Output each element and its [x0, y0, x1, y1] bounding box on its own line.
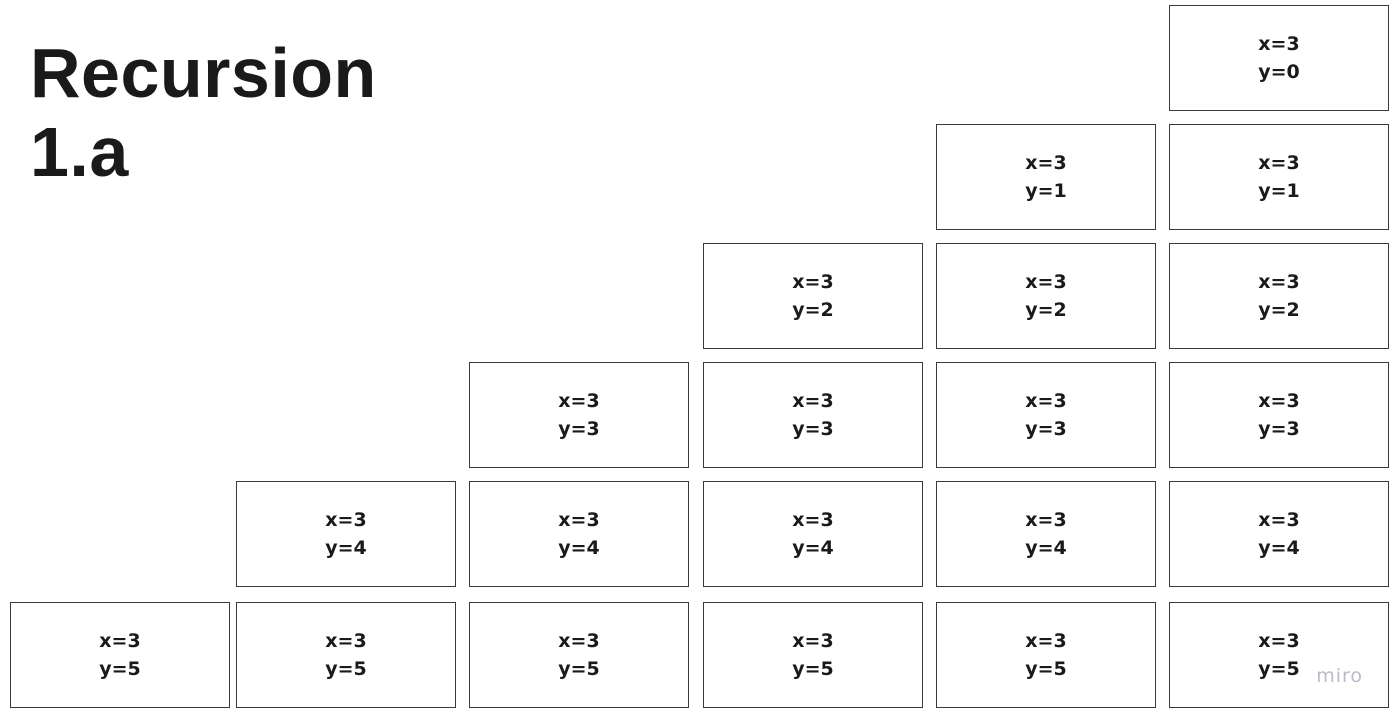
- cell-y-value: y=3: [1258, 418, 1300, 440]
- cell-y-value: y=2: [1258, 299, 1300, 321]
- cell-x-value: x=3: [99, 630, 141, 652]
- cell-x-value: x=3: [325, 509, 367, 531]
- cell-y-value: y=4: [1258, 537, 1300, 559]
- cell-x-value: x=3: [1258, 271, 1300, 293]
- cell-y-value: y=1: [1025, 180, 1067, 202]
- cell-y-value: y=4: [558, 537, 600, 559]
- cell-x-value: x=3: [792, 390, 834, 412]
- cell-x-value: x=3: [1258, 33, 1300, 55]
- cell-y-value: y=5: [558, 658, 600, 680]
- cell-y-value: y=4: [325, 537, 367, 559]
- cell-x-value: x=3: [1025, 630, 1067, 652]
- cell-x-value: x=3: [792, 630, 834, 652]
- cell-y-value: y=3: [1025, 418, 1067, 440]
- title-line-1: Recursion: [30, 34, 377, 112]
- cell-y-value: y=1: [1258, 180, 1300, 202]
- cell-x-value: x=3: [325, 630, 367, 652]
- cell-x-value: x=3: [1258, 390, 1300, 412]
- cell-x-value: x=3: [1258, 630, 1300, 652]
- cell-y-value: y=3: [558, 418, 600, 440]
- cell-y-value: y=5: [325, 658, 367, 680]
- cell-y-value: y=2: [1025, 299, 1067, 321]
- cell-x-value: x=3: [558, 390, 600, 412]
- cell-x-value: x=3: [1025, 390, 1067, 412]
- cell-y-value: y=5: [1258, 658, 1300, 680]
- cell-x-value: x=3: [792, 509, 834, 531]
- cell-y-value: y=5: [1025, 658, 1067, 680]
- cell-y-value: y=5: [99, 658, 141, 680]
- cell-y-value: y=4: [1025, 537, 1067, 559]
- cell-x-value: x=3: [1025, 152, 1067, 174]
- cell-y-value: y=4: [792, 537, 834, 559]
- cell-x-value: x=3: [1258, 509, 1300, 531]
- cell-x-value: x=3: [1258, 152, 1300, 174]
- cell-y-value: y=5: [792, 658, 834, 680]
- cell-y-value: y=2: [792, 299, 834, 321]
- cell-x-value: x=3: [1025, 271, 1067, 293]
- cell-x-value: x=3: [792, 271, 834, 293]
- miro-watermark: miro: [1316, 665, 1363, 687]
- title-line-2: 1.a: [30, 113, 129, 191]
- cell-x-value: x=3: [558, 630, 600, 652]
- cell-y-value: y=0: [1258, 61, 1300, 83]
- cell-x-value: x=3: [558, 509, 600, 531]
- cell-y-value: y=3: [792, 418, 834, 440]
- page-title: Recursion 1.a: [30, 34, 377, 192]
- cell-x-value: x=3: [1025, 509, 1067, 531]
